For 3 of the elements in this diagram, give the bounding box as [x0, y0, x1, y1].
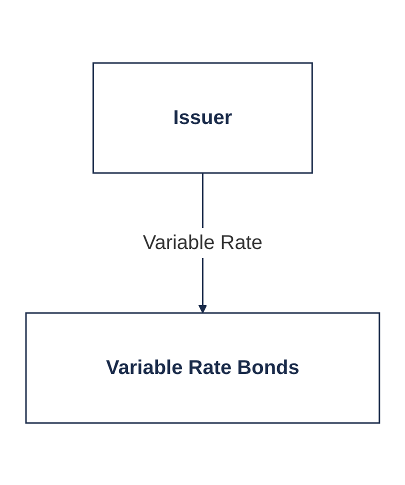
- edge-label: Variable Rate: [142, 232, 262, 254]
- node-box: Issuer: [92, 62, 313, 174]
- node-box: Variable Rate Bonds: [25, 312, 380, 424]
